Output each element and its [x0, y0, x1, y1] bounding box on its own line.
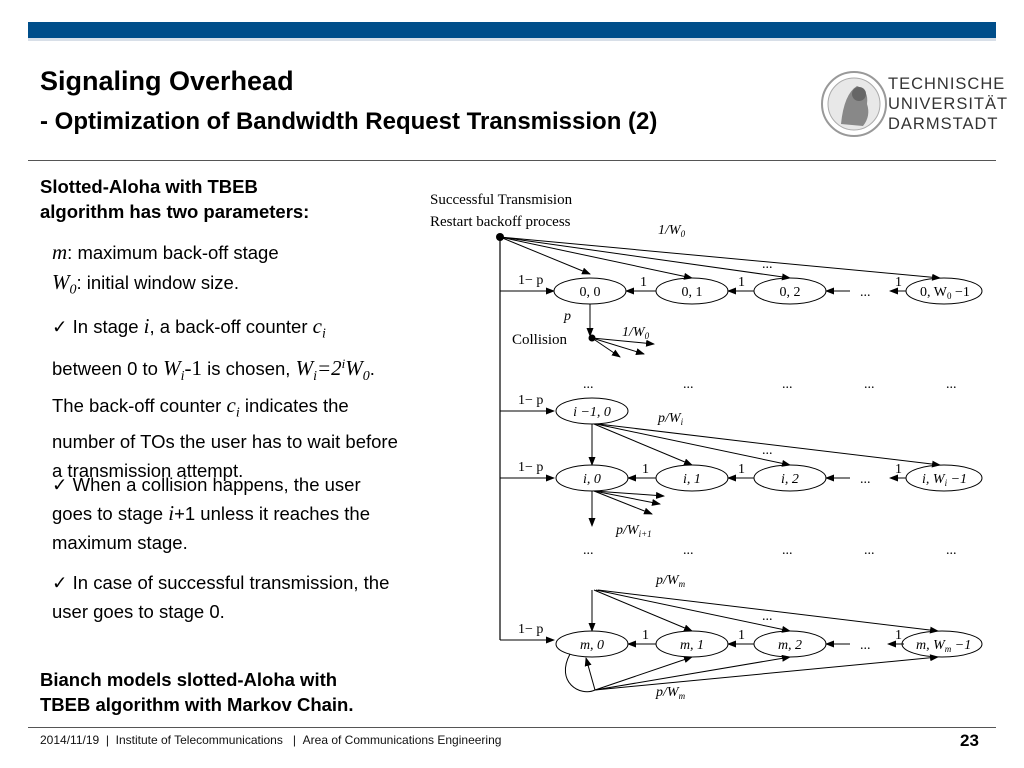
svg-text:...: ... — [683, 377, 694, 392]
svg-text:0, 0: 0, 0 — [580, 285, 601, 300]
page-number: 23 — [960, 731, 979, 750]
footer-divider — [28, 727, 996, 728]
svg-text:0, W0 −1: 0, W0 −1 — [920, 285, 970, 301]
svg-text:p/Wm: p/Wm — [655, 685, 686, 701]
svg-text:1/W0: 1/W0 — [622, 325, 650, 341]
svg-text:p/Wm: p/Wm — [655, 573, 686, 589]
university-name: TECHNISCHE UNIVERSITÄT DARMSTADT — [888, 75, 1009, 133]
svg-text:...: ... — [782, 377, 793, 392]
svg-text:...: ... — [762, 609, 773, 624]
svg-text:...: ... — [946, 377, 957, 392]
svg-text:...: ... — [683, 543, 694, 558]
bullet-backoff-counter: ✓ In stage i, a back-off counter ci betw… — [52, 314, 398, 482]
param-m: m: maximum back-off stage — [52, 240, 279, 264]
svg-text:...: ... — [762, 257, 773, 272]
svg-text:0, 2: 0, 2 — [780, 285, 801, 300]
success-label-2: Restart backoff process — [430, 214, 571, 230]
check-icon: ✓ — [52, 474, 68, 495]
bullet-collision: ✓ When a collision happens, the user goe… — [52, 474, 370, 553]
svg-text:i, Wi −1: i, Wi −1 — [922, 472, 967, 488]
svg-text:1: 1 — [895, 275, 902, 290]
svg-text:1− p: 1− p — [518, 393, 543, 408]
svg-text:...: ... — [782, 543, 793, 558]
svg-text:Collision: Collision — [512, 332, 568, 348]
svg-text:...: ... — [946, 543, 957, 558]
conclusion-text: Bianch models slotted-Aloha with TBEB al… — [40, 669, 354, 715]
svg-text:...: ... — [864, 377, 875, 392]
check-icon: ✓ — [52, 572, 68, 593]
top-bar — [28, 22, 996, 38]
svg-text:1− p: 1− p — [518, 622, 543, 637]
svg-text:i, 1: i, 1 — [683, 472, 701, 487]
svg-text:...: ... — [762, 443, 773, 458]
svg-text:m, Wm −1: m, Wm −1 — [916, 638, 971, 654]
success-label-1: Successful Transmision — [430, 192, 573, 208]
svg-text:m, 1: m, 1 — [680, 638, 704, 653]
svg-text:...: ... — [583, 377, 594, 392]
svg-text:1: 1 — [738, 628, 745, 643]
svg-text:1/W0: 1/W0 — [658, 223, 686, 239]
svg-text:...: ... — [860, 638, 871, 653]
svg-text:1: 1 — [642, 462, 649, 477]
parameters-heading: Slotted-Aloha with TBEB algorithm has tw… — [40, 176, 310, 222]
svg-text:...: ... — [860, 285, 871, 300]
bullet-success: ✓ In case of successful transmission, th… — [52, 572, 390, 622]
svg-text:i, 2: i, 2 — [781, 472, 799, 487]
svg-text:i, 0: i, 0 — [583, 472, 601, 487]
university-logo — [803, 56, 999, 146]
row-stage-0: 1− p 0, 0 0, 1 0, 2 0, W0 −1 1 1 1 ... .… — [499, 223, 983, 305]
svg-text:...: ... — [583, 543, 594, 558]
row-stage-m: p/Wm 1− p m, 0 m, 1 m, 2 m, Wm −1 1 1 1 … — [500, 573, 983, 701]
svg-text:1: 1 — [642, 628, 649, 643]
svg-text:0, 1: 0, 1 — [682, 285, 703, 300]
collision-branch: p Collision 1/W0 ... ... ... ... ... — [512, 304, 957, 392]
svg-text:1− p: 1− p — [518, 460, 543, 475]
footer-text: 2014/11/19 | Institute of Telecommunicat… — [40, 733, 502, 747]
svg-text:...: ... — [864, 543, 875, 558]
svg-text:1: 1 — [738, 275, 745, 290]
svg-text:p: p — [563, 309, 571, 324]
svg-text:p/Wi+1: p/Wi+1 — [615, 523, 652, 539]
header-divider — [28, 160, 996, 161]
svg-text:1: 1 — [640, 275, 647, 290]
slide-title: Signaling Overhead — [40, 66, 294, 96]
svg-text:1: 1 — [738, 462, 745, 477]
top-bar-accent — [28, 38, 996, 41]
row-stage-i-minus-1: 1− p i −1, 0 p/Wi — [500, 393, 684, 427]
row-stage-i: 1− p i, 0 i, 1 i, 2 i, Wi −1 1 1 1 ... .… — [500, 423, 983, 558]
svg-text:...: ... — [860, 472, 871, 487]
svg-text:m, 0: m, 0 — [580, 638, 604, 653]
svg-text:1: 1 — [895, 628, 902, 643]
param-w0: W0: initial window size. — [52, 270, 239, 298]
markov-chain-diagram: Successful Transmision Restart backoff p… — [430, 192, 983, 701]
check-icon: ✓ — [52, 316, 68, 337]
svg-text:1− p: 1− p — [518, 273, 543, 288]
svg-text:m, 2: m, 2 — [778, 638, 802, 653]
svg-text:p/Wi: p/Wi — [657, 411, 684, 427]
slide-subtitle: - Optimization of Bandwidth Request Tran… — [40, 108, 658, 135]
svg-text:i −1, 0: i −1, 0 — [573, 405, 611, 420]
athena-seal-icon — [821, 71, 887, 137]
svg-text:1: 1 — [895, 462, 902, 477]
